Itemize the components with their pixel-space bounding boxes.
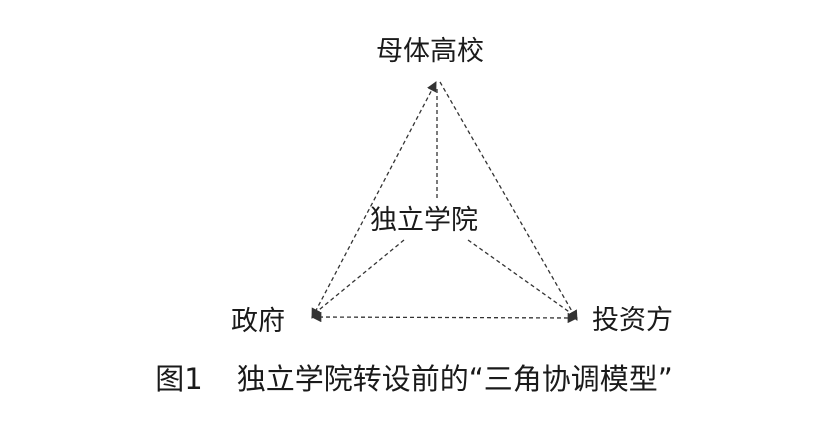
edge-top-to-right — [439, 81, 578, 321]
edge-left-to-right — [310, 311, 579, 324]
node-investor: 投资方 — [592, 305, 673, 336]
node-government: 政府 — [231, 306, 285, 337]
edge-left-to-top — [311, 81, 437, 319]
node-parent-university: 母体高校 — [376, 36, 484, 67]
edge-center-to-left — [313, 239, 405, 315]
figure-number: 图1 — [155, 362, 203, 396]
node-independent-college: 独立学院 — [370, 205, 478, 236]
figure-caption: 图1 独立学院转设前的“三角协调模型” — [0, 365, 828, 394]
figure-title: 独立学院转设前的“三角协调模型” — [236, 362, 673, 396]
edge-center-to-right — [467, 239, 576, 317]
